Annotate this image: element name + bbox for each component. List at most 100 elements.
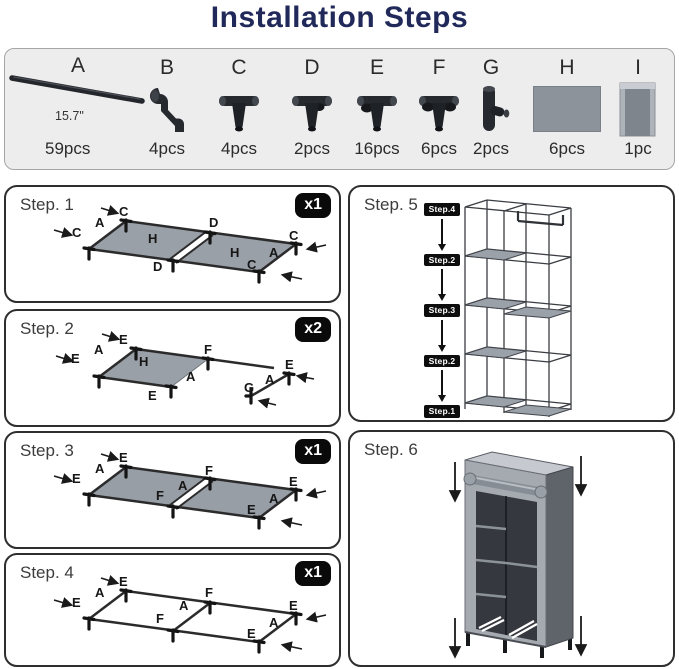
fabric-cover-icon [618,78,658,140]
diagram-label: E [119,332,128,347]
step-label: Step. 6 [364,440,418,459]
diagram-label: E [285,357,294,372]
diagram-label: C [289,228,299,243]
diagram-label: D [153,259,162,274]
step-1-card: Step. 1 x1 [4,185,341,303]
part-letter: D [304,56,320,79]
sequence-step-badge: Step.1 [423,405,461,418]
feet [466,632,572,658]
step-label: Step. 4 [20,563,74,582]
quantity-badge: x2 [295,317,331,342]
part-item-c: C 4pcs [209,49,269,169]
part-item-d: D 2pcs [282,49,342,169]
diagram-label: E [148,388,157,403]
corner-connector-icon [217,78,261,140]
diagram-label: D [209,215,218,230]
hanging-rod [516,211,565,227]
connector-glyphs [82,464,303,530]
diagram-label: E [247,626,256,641]
diagram-label: A [269,491,279,506]
part-item-e: E 16pcs [347,49,407,169]
sequence-step-badge: Step.2 [423,253,461,266]
step-4-card: Step. 4 x1 E A E [4,553,341,667]
rod-icon [9,75,145,104]
part-letter: F [432,56,446,79]
part-qty: 59pcs [45,139,91,158]
step-2-card: Step. 2 x2 E A E [4,309,341,427]
step-3-card: Step. 3 x1 [4,431,341,549]
diagram-label: G [244,380,254,395]
diagram-label: A [178,478,188,493]
press-down-arrows [448,456,588,659]
diagram-label: A [95,215,105,230]
four-way-connector-icon [355,78,399,140]
step-6-card: Step. 6 [348,430,675,667]
quantity-badge: x1 [295,193,331,218]
insert-arrows [53,575,327,653]
diagram-label: A [95,461,105,476]
diagram-label: F [205,463,213,478]
connector-glyphs [82,588,303,654]
rolled-door-bar [463,472,548,499]
part-qty: 4pcs [221,139,257,158]
four-way-connector-icon [417,78,461,140]
down-arrow-icon [437,370,446,402]
part-qty: 2pcs [294,139,330,158]
interior-shelves [475,524,538,599]
connector-glyphs [82,218,303,284]
frame-tower-diagram [464,199,572,417]
connector-glyphs [92,346,296,405]
down-arrow-icon [437,319,446,352]
tee-connector-icon [469,78,513,140]
part-letter: I [635,56,641,79]
diagram-label: C [119,204,129,219]
diagram-label: F [205,585,213,600]
part-qty: 2pcs [473,139,509,158]
hook-connector-icon [145,78,189,140]
diagram-label: E [72,595,81,610]
step-1-diagram: C A C D H H D C A C [53,204,327,284]
diagram-label: A [179,598,189,613]
part-item-h: H 6pcs [521,49,613,169]
tee-corner-connector-icon [290,78,334,140]
diagram-label: C [247,257,257,272]
part-item-i: I 1pc [607,49,669,169]
part-item-f: F 6pcs [409,49,469,169]
sequence-step-badge: Step.4 [423,203,461,216]
part-qty: 6pcs [421,139,457,158]
step-5-card: Step. 5 Step.4 Step.2 Step.3 Step.2 Step… [348,185,675,422]
diagram-label: A [186,369,196,384]
diagram-label: A [269,615,279,630]
step-label: Step. 3 [20,441,74,460]
bottom-rail-highlights [478,615,538,640]
diagram-label: A [95,585,105,600]
part-qty: 16pcs [354,139,400,158]
insert-arrows [55,331,315,409]
diagram-label: E [72,471,81,486]
parts-list: A 15.7" 59pcs B 4pcs C [4,48,675,170]
insert-arrows [53,451,327,529]
diagram-label: E [289,598,298,613]
diagram-label: H [230,245,239,260]
diagram-label: H [139,354,148,369]
diagram-label: A [269,245,279,260]
covered-wardrobe-diagram [448,451,588,659]
part-item-g: G 2pcs [463,49,519,169]
insert-arrows [53,205,327,283]
part-item-b: B 4pcs [137,49,197,169]
quantity-badge: x1 [295,561,331,586]
part-qty: 4pcs [149,139,185,158]
diagram-label: A [94,342,104,357]
part-letter: H [559,56,575,79]
quantity-badge: x1 [295,439,331,464]
down-arrow-icon [437,218,446,251]
part-letter: A [71,54,86,77]
shelf-panel-icon [533,78,601,140]
step-label: Step. 5 [364,195,418,214]
page-title: Installation Steps [210,1,469,34]
diagram-label: E [119,574,128,589]
sequence-step-badge: Step.2 [423,354,461,367]
shelf-panels [464,248,572,417]
diagram-label: F [204,342,212,357]
